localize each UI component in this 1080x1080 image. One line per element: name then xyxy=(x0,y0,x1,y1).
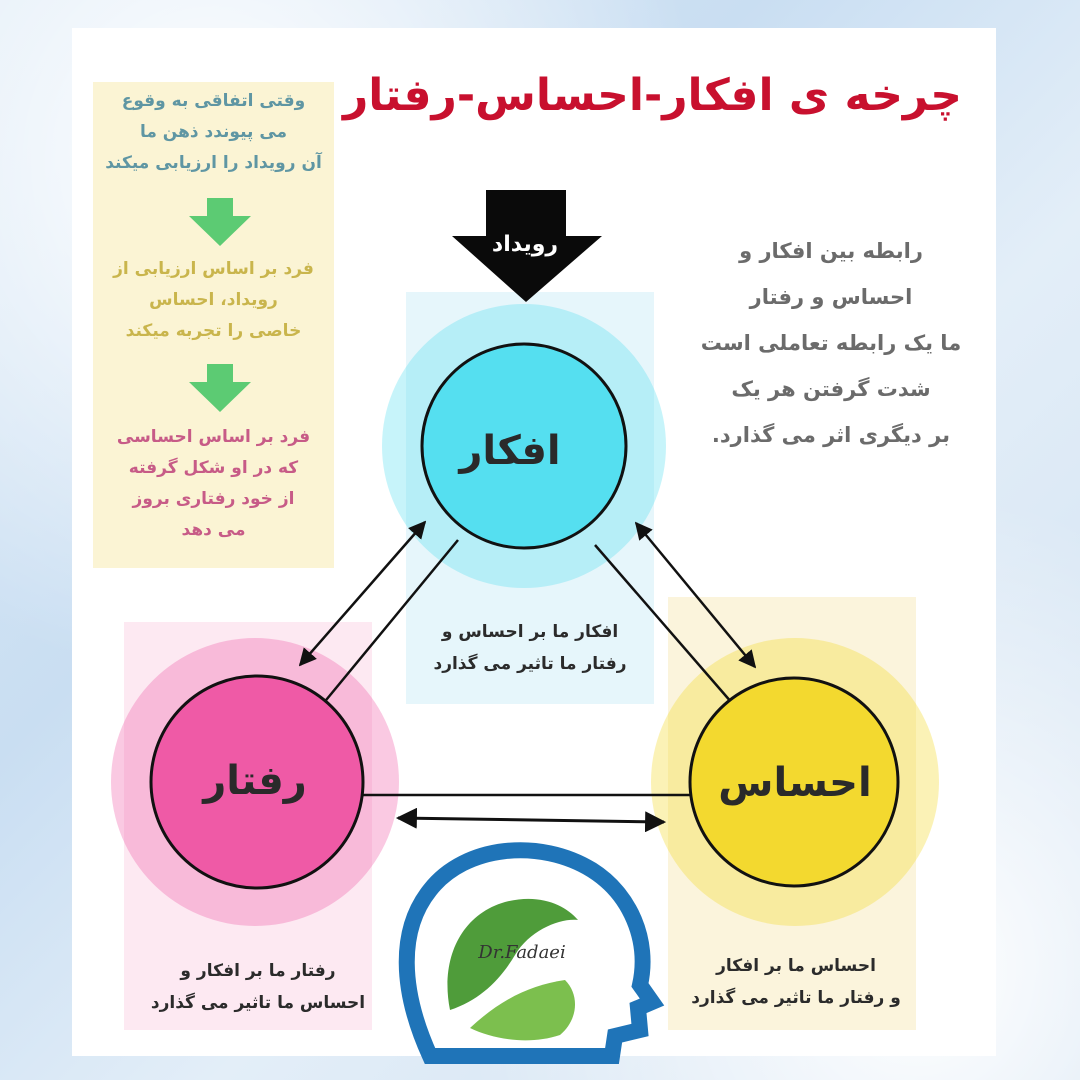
caption-line: رفتار ما تاثیر می گذارد xyxy=(433,654,627,674)
logo-signature: Dr.Fadaei xyxy=(478,942,566,963)
feeling-label: احساس xyxy=(718,760,872,806)
thoughts-label: افکار xyxy=(459,428,561,474)
event-arrow xyxy=(452,190,602,302)
green-down-arrow-icon xyxy=(189,364,251,412)
step-1-line: آن رویداد را ارزیابی میکند xyxy=(105,153,322,173)
description-line: ما یک رابطه تعاملی است xyxy=(700,331,962,355)
caption-line: احساس ما تاثیر می گذارد xyxy=(150,993,366,1013)
step-3-line: می دهد xyxy=(181,520,246,540)
caption-line: و رفتار ما تاثیر می گذارد xyxy=(691,988,901,1008)
behavior-caption: رفتار ما بر افکار و احساس ما تاثیر می گذ… xyxy=(128,955,388,1019)
step-1-line: می پیوندد ذهن ما xyxy=(139,122,288,142)
description-line: احساس و رفتار xyxy=(749,285,913,309)
double-arrow xyxy=(395,807,667,833)
feeling-circle xyxy=(688,676,900,888)
double-arrow xyxy=(298,520,427,667)
behavior-label: رفتار xyxy=(203,758,307,804)
feeling-caption: احساس ما بر افکار و رفتار ما تاثیر می گذ… xyxy=(666,950,926,1014)
green-down-arrow-icon xyxy=(189,198,251,246)
description-line: شدت گرفتن هر یک xyxy=(731,377,931,401)
step-2-line: خاصی را تجربه میکند xyxy=(125,321,302,341)
step-1-text: وقتی اتفاقی به وقوع می پیوندد ذهن ما آن … xyxy=(93,86,334,179)
double-arrow xyxy=(634,521,757,669)
step-3-line: فرد بر اساس احساسی xyxy=(116,427,311,447)
caption-line: رفتار ما بر افکار و xyxy=(180,961,336,981)
step-2-text: فرد بر اساس ارزیابی از رویداد، احساس خاص… xyxy=(93,254,334,347)
step-3-line: از خود رفتاری بروز xyxy=(132,489,295,509)
event-label: رویداد xyxy=(491,232,559,257)
step-2-line: رویداد، احساس xyxy=(149,290,278,310)
behavior-circle xyxy=(149,674,365,890)
caption-line: احساس ما بر افکار xyxy=(716,956,876,976)
thoughts-caption: افکار ما بر احساس و رفتار ما تاثیر می گذ… xyxy=(400,616,660,680)
step-2-line: فرد بر اساس ارزیابی از xyxy=(113,259,314,279)
description-line: بر دیگری اثر می گذارد. xyxy=(711,423,951,447)
steps-panel xyxy=(93,82,334,568)
description-line: رابطه بین افکار و xyxy=(739,239,923,263)
step-1-line: وقتی اتفاقی به وقوع xyxy=(121,91,306,111)
head-logo-icon xyxy=(398,842,665,1064)
thoughts-circle xyxy=(420,342,628,550)
step-3-line: که در او شکل گرفته xyxy=(128,458,299,478)
relationship-description: رابطه بین افکار و احساس و رفتار ما یک را… xyxy=(690,228,972,458)
step-3-text: فرد بر اساس احساسی که در او شکل گرفته از… xyxy=(93,422,334,546)
page-title: چرخه ی افکار-احساس-رفتار xyxy=(342,70,962,121)
caption-line: افکار ما بر احساس و xyxy=(441,622,619,642)
